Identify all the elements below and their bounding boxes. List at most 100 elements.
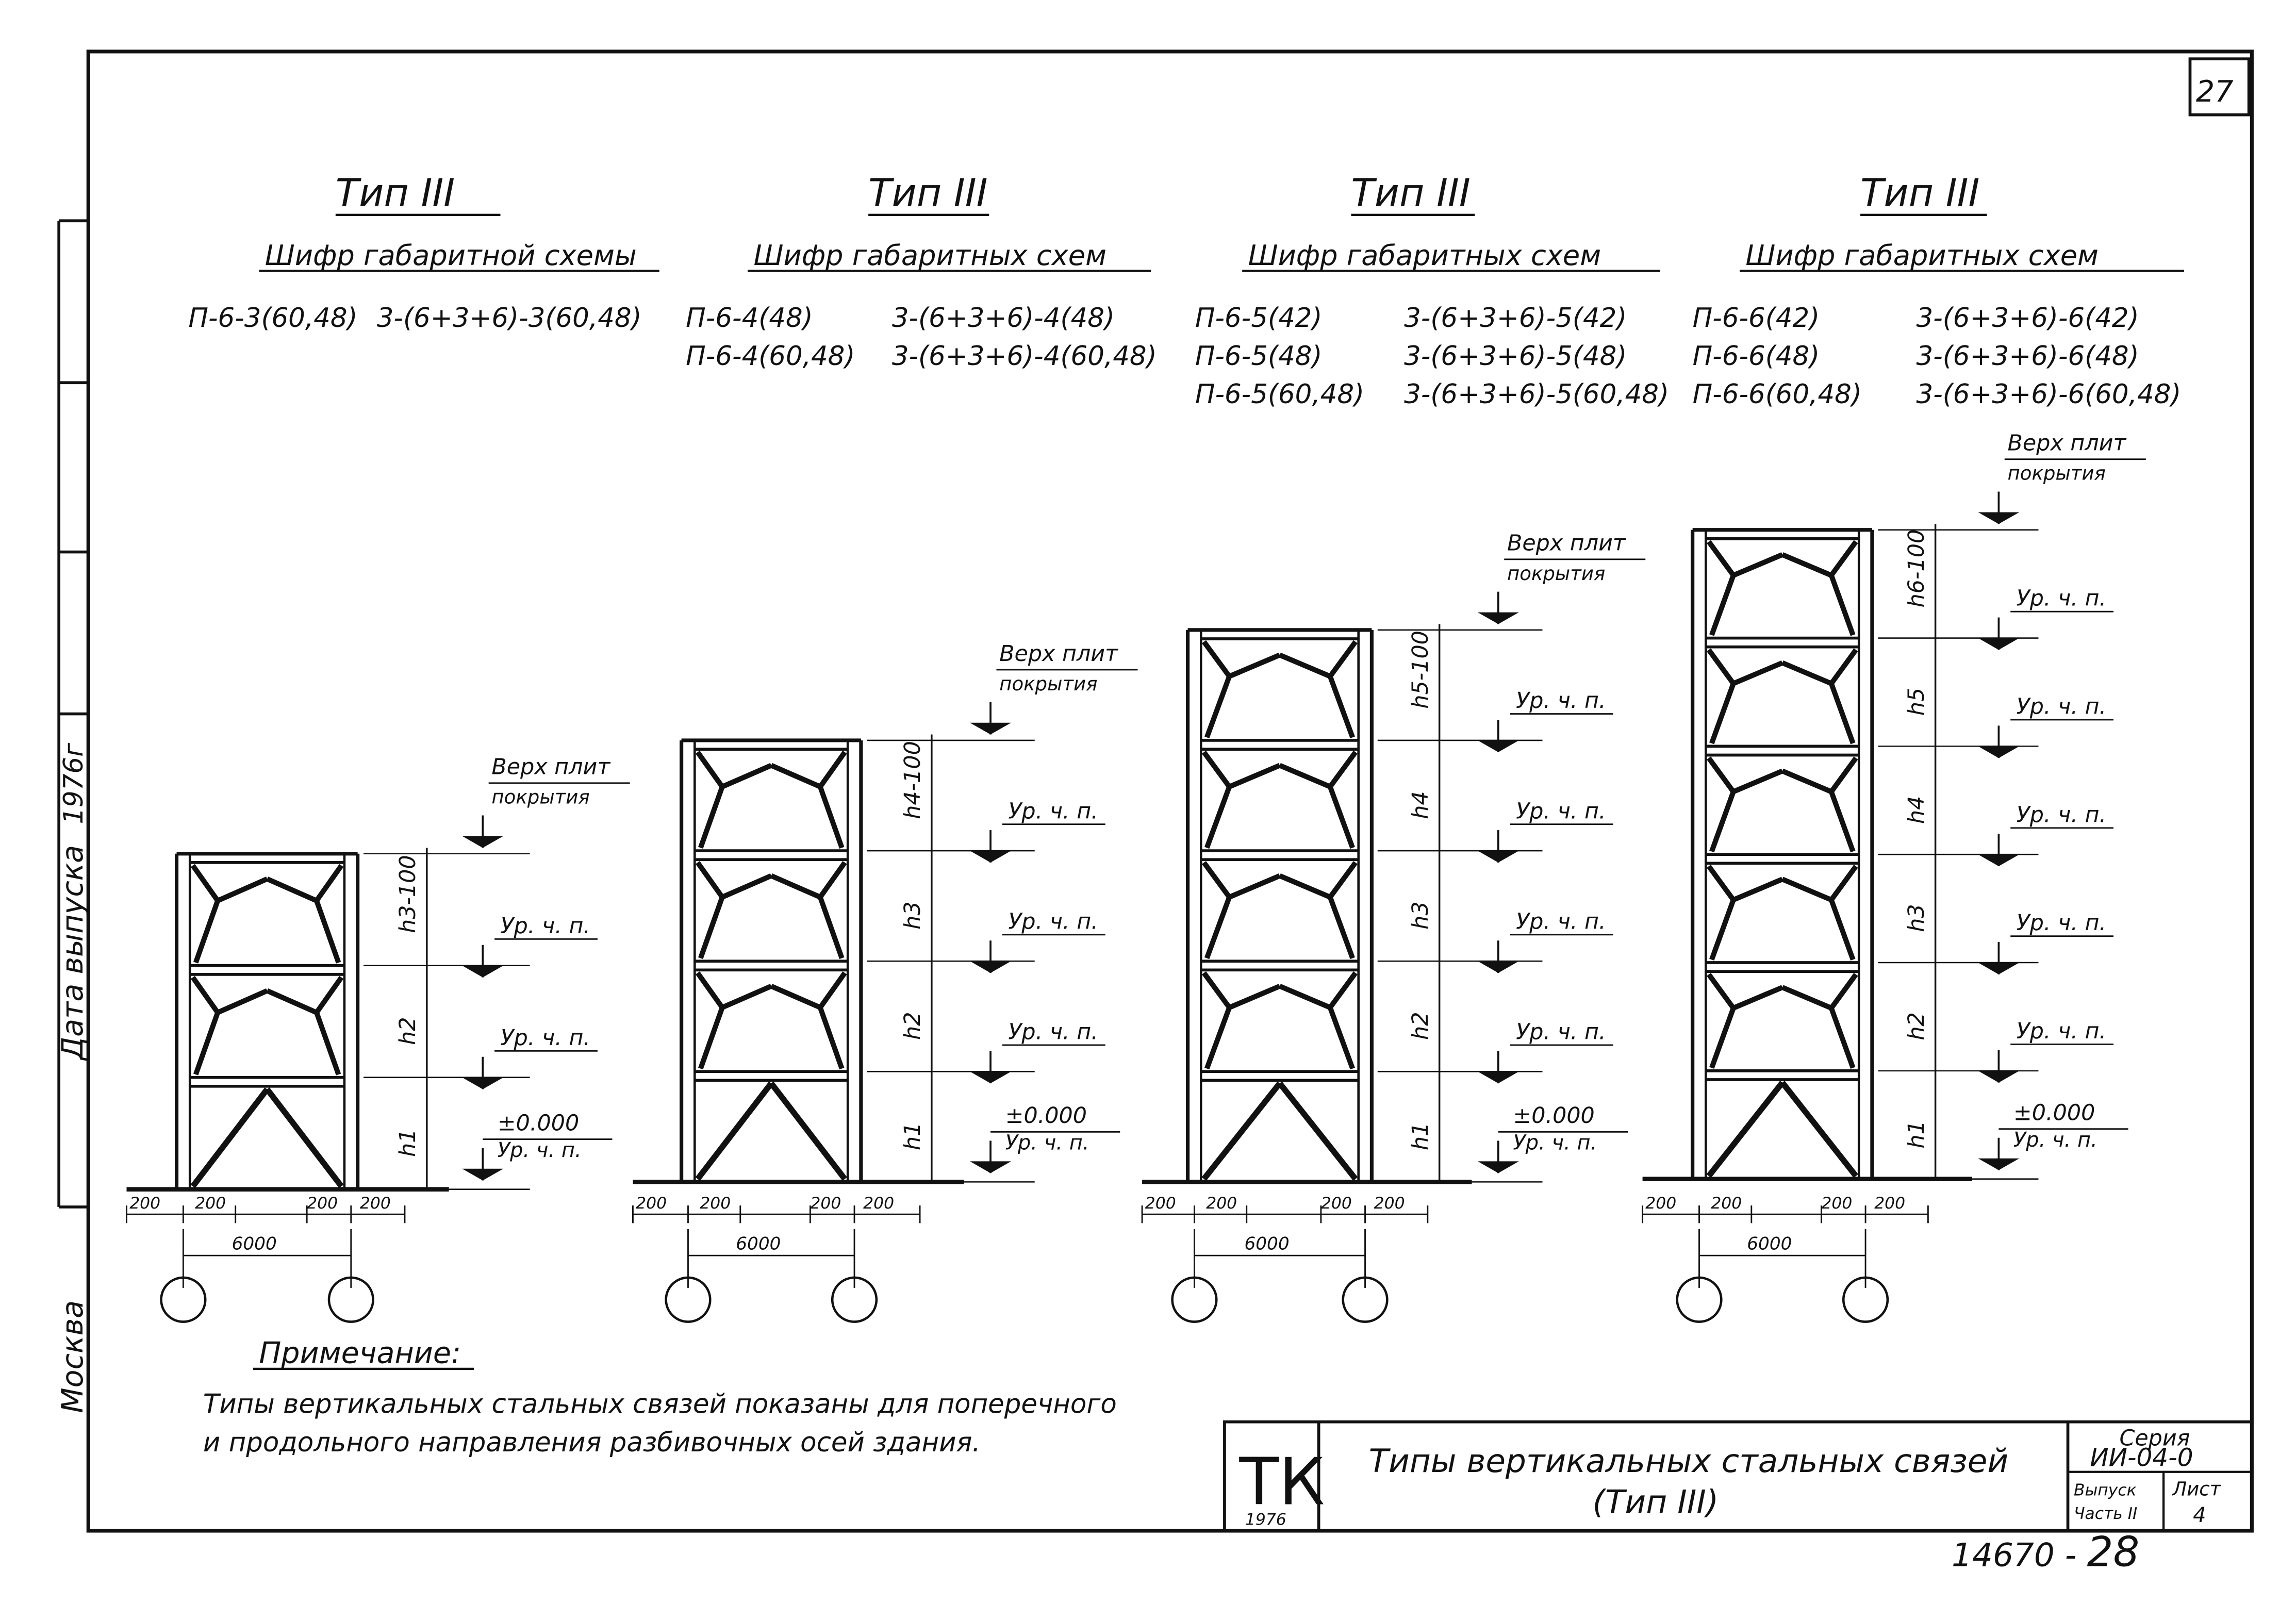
floor-level-label: Ур. ч. п. — [501, 1025, 591, 1051]
storey-height-label: h3 — [900, 901, 926, 929]
brace-strut — [1328, 640, 1358, 678]
zero-level-sublabel: Ур. ч. п. — [2013, 1128, 2097, 1152]
floor-level-mark-arrow — [1978, 963, 2020, 974]
floor-level-mark-arrow — [970, 1071, 1012, 1084]
panel-2-type-label: Тип III — [868, 171, 987, 216]
zero-level-label: ±0.000 — [1513, 1103, 1594, 1129]
brace-strut — [1201, 750, 1232, 788]
brace-leg — [1709, 790, 1736, 853]
brace-strut — [1201, 971, 1232, 1010]
note-heading: Примечание: — [259, 1336, 461, 1370]
note-line-1: Типы вертикальных стальных связей показа… — [203, 1389, 1117, 1420]
top-level-mark-arrow — [462, 836, 504, 848]
floor-level-mark-arrow — [970, 851, 1012, 863]
brace-strut — [721, 873, 772, 900]
brace-diagonal — [190, 1087, 270, 1188]
floor-level-mark-arrow — [1477, 961, 1519, 973]
floor-level-mark-arrow — [1978, 638, 2020, 650]
zero-level-label: ±0.000 — [2013, 1100, 2095, 1126]
brace-leg — [1709, 682, 1736, 745]
panel-3-type-label: Тип III — [1351, 171, 1470, 216]
zero-level-mark-arrow — [1477, 1161, 1519, 1173]
brace-strut — [1732, 877, 1783, 902]
brace-strut — [217, 988, 269, 1015]
brace-strut — [695, 971, 724, 1009]
brace-strut — [1829, 756, 1858, 793]
panel-4-heading: Тип III Шифр габаритных схем П-6-6(42) 3… — [1693, 171, 2185, 410]
dimension-label: 200 — [700, 1194, 731, 1213]
storey-height-label: h6-100 — [1904, 530, 1929, 607]
margin-date-label: Дата выпуска — [56, 845, 90, 1062]
brace-diagonal — [1277, 1081, 1358, 1181]
brace-strut — [1829, 540, 1858, 577]
brace-leg — [1204, 675, 1232, 738]
panel-2-cipher-2a: П-6-4(60,48) — [686, 341, 855, 372]
brace-leg — [314, 900, 341, 964]
brace-strut — [217, 877, 269, 903]
panel-2-cipher-1b: 3-(6+3+6)-4(48) — [892, 303, 1115, 334]
panel-4-cipher-1b: 3-(6+3+6)-6(42) — [1917, 303, 2139, 334]
brace-diagonal — [769, 1081, 848, 1181]
brace-strut — [1201, 640, 1232, 678]
storey-height-label: h2 — [1408, 1012, 1433, 1040]
brace-leg — [1204, 896, 1232, 960]
floor-level-label: Ур. ч. п. — [2017, 910, 2107, 936]
brace-strut — [1781, 660, 1832, 686]
brace-strut — [818, 861, 847, 899]
top-level-label-line-1: Верх плит — [999, 641, 1118, 667]
panel-2-heading: Тип III Шифр габаритных схем П-6-4(48) 3… — [686, 171, 1157, 372]
brace-diagonal — [1780, 1081, 1858, 1178]
floor-level-mark-arrow — [462, 965, 504, 978]
panel-4-cipher-2b: 3-(6+3+6)-6(48) — [1917, 341, 2139, 372]
storey-height-label: h1 — [1408, 1122, 1433, 1150]
brace-strut — [1707, 648, 1736, 685]
note-block: Примечание: Типы вертикальных стальных с… — [203, 1336, 1117, 1458]
brace-strut — [770, 763, 821, 789]
dimension-label: 200 — [1374, 1194, 1405, 1213]
brace-diagonal — [1706, 1081, 1785, 1178]
brace-strut — [1781, 768, 1832, 795]
sheet-number-box: 27 — [2188, 57, 2251, 117]
brace-strut — [721, 984, 772, 1010]
top-level-mark-arrow — [1978, 512, 2020, 524]
dimension-label: 200 — [195, 1194, 226, 1213]
brace-leg — [193, 1012, 220, 1076]
top-level-label-line-1: Верх плит — [2008, 431, 2127, 456]
brace-strut — [266, 988, 318, 1015]
top-level-mark-arrow — [970, 722, 1012, 735]
storey-height-label: h3-100 — [395, 855, 421, 933]
floor-level-label: Ур. ч. п. — [2017, 694, 2107, 720]
brace-strut — [314, 864, 344, 902]
panel-3-cipher-1b: 3-(6+3+6)-5(42) — [1404, 303, 1627, 334]
brace-strut — [1228, 984, 1281, 1010]
top-level-label-line-2: покрытия — [1507, 563, 1605, 585]
panel-4-cipher-3b: 3-(6+3+6)-6(60,48) — [1917, 379, 2182, 410]
grid-axis-bubble — [1342, 1276, 1389, 1323]
brace-strut — [770, 984, 821, 1010]
storey-height-label: h2 — [900, 1012, 926, 1040]
floor-level-mark-arrow — [1978, 1070, 2020, 1083]
panel-2-cipher-heading: Шифр габаритных схем — [753, 239, 1106, 272]
brace-strut — [1707, 972, 1736, 1010]
series-value: ИИ-04-0 — [2090, 1443, 2193, 1472]
grid-axis-bubble — [1676, 1276, 1723, 1323]
brace-strut — [1328, 971, 1358, 1010]
top-level-label-line-2: покрытия — [999, 673, 1097, 695]
brace-strut — [1279, 652, 1331, 679]
margin-city-label: Москва — [56, 1300, 90, 1413]
top-level-label-line-2: покрытия — [491, 786, 589, 808]
storey-height-label: h2 — [395, 1017, 421, 1045]
tk-logo-year: 1976 — [1245, 1511, 1286, 1529]
brace-strut — [1829, 865, 1858, 902]
brace-strut — [1228, 873, 1281, 900]
brace-leg — [1829, 574, 1856, 636]
dimension-label: 200 — [1206, 1194, 1237, 1213]
floor-level-label: Ур. ч. п. — [1516, 688, 1606, 714]
brace-strut — [818, 971, 847, 1009]
series-label: Серия — [2119, 1425, 2190, 1451]
panel-2-cipher-1a: П-6-4(48) — [686, 303, 813, 334]
brace-leg — [818, 896, 845, 960]
panel-4-cipher-heading: Шифр габаритных схем — [1745, 239, 2099, 272]
